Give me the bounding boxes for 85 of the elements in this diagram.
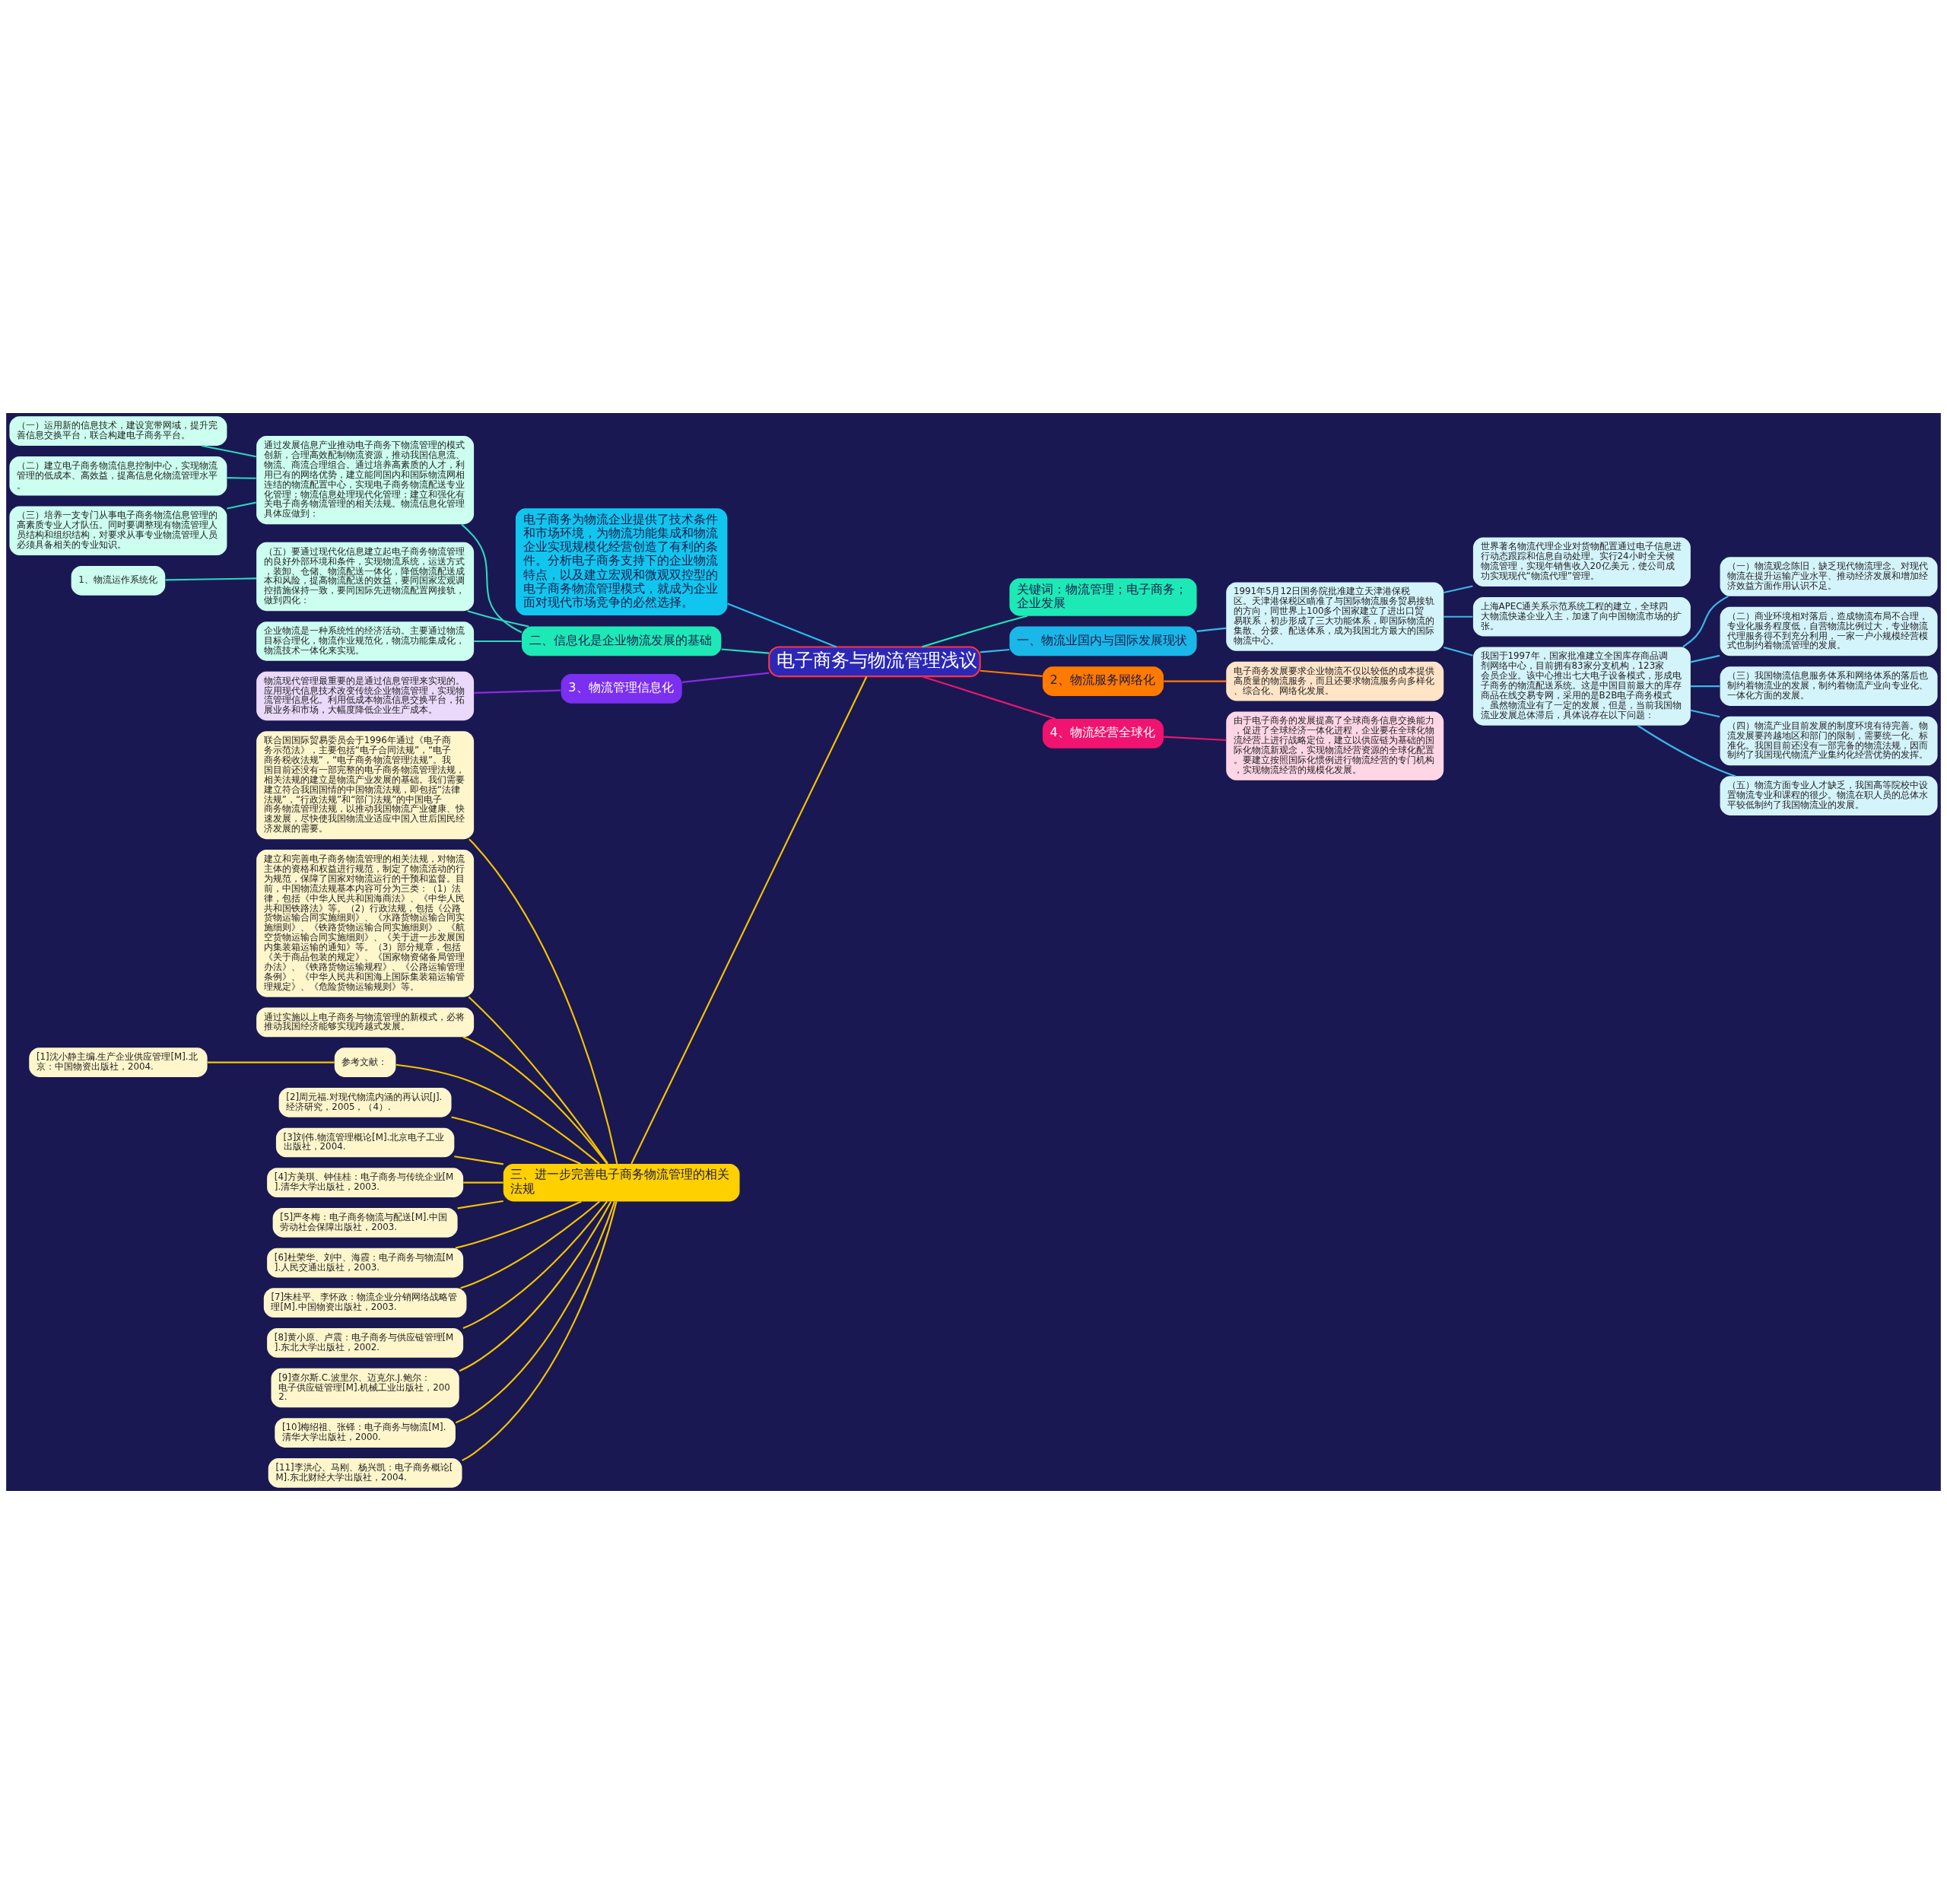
connector [630, 676, 868, 1165]
node-box: [8]黄小原、卢震：电子商务与供应链管理[M].东北大学出版社，2002. [267, 1328, 464, 1358]
node-box: （二）建立电子商务物流信息控制中心，实现物流管理的低成本、高效益，提高信息化物流管理水平。 [9, 456, 227, 496]
connector [721, 648, 770, 654]
connector [201, 444, 256, 458]
node-box: 企业物流是一种系统性的经济活动。主要通过物流目标合理化，物流作业规范化，物流功能集成化，物流技术一体化来实现。 [256, 621, 475, 661]
node-box: 电子商务发展要求企业物流不仅以较低的成本提供高质量的物流服务，而且还要求物流服务向多样化、综合化、网络化发展。 [1226, 661, 1444, 701]
connector [1164, 736, 1227, 742]
connector [1690, 709, 1720, 718]
node-box: 1、物流运作系统化 [71, 566, 166, 596]
connector [727, 602, 837, 648]
connector [921, 675, 1056, 720]
node-box: [4]方美琪、钟佳桂：电子商务与传统企业[M].清华大学出版社，2003. [267, 1168, 464, 1198]
node-box: 一、物流业国内与国际发展现状 [1009, 626, 1197, 656]
connector [462, 1036, 608, 1165]
connector [1164, 680, 1227, 682]
connector [922, 615, 1027, 648]
node-box: （一）物流观念陈旧，缺乏现代物流理念。对现代物流在提升运输产业水平、推动经济发展和增加经济效益方面作用认识不足。 [1720, 557, 1938, 596]
node-box: 世界著名物流代理企业对货物配置通过电子信息进行动态跟踪和信息自动处理。实行24小时全天候物流管理，实现年销售收入20亿美元，使公司成功实现现代“物流代理”管理。 [1472, 537, 1691, 586]
connector [462, 1200, 608, 1329]
connector [980, 669, 1043, 677]
node-box: 参考文献： [334, 1047, 396, 1077]
node-box: （三）培养一支专门从事电子商务物流信息管理的高素质专业人才队伍。同时要调整现有物流管理人员结构和组织结构，对要求从事专业物流管理人员必须具备相关的专业知识。 [9, 506, 227, 556]
node-box: 关键词：物流管理；电子商务；企业发展 [1009, 578, 1197, 616]
node-box: 二、信息化是企业物流发展的基础 [522, 626, 722, 656]
node-box: 3、物流管理信息化 [561, 673, 682, 704]
connector [1443, 585, 1473, 594]
connector [459, 1201, 612, 1372]
connector [461, 523, 522, 634]
connector [462, 1201, 618, 1461]
node-box: 建立和完善电子商务物流管理的相关法规，对物流主体的资格和权益进行规范，制定了物流活动的行为规范，保障了国家对物流运行的干预和监督。目前，中国物流法规基本内容可分为三类：（1）法律，包括《中华人民共和国海商法》、《中华人民共和国铁路法》等。（2）行政法规，包括《公路货物运输合同实施细则》、《水路货物运输合同实施细则》、《铁路货物运输合同实施细则》、《航空货物运输合同实施细则》、《关于进一步发展国内集装箱运输的通知》等。（3）部分规章，包括《关于商品包装的规定》、《国家物资储备局管理办法》、《铁路货物运输规程》、《公路运输管理条例》、《中华人民共和国海上国际集装箱运输管理规定》、《危险货物运输规则》等。 [256, 850, 475, 997]
connector [1690, 685, 1720, 688]
node-box: [5]严冬梅：电子商务物流与配送[M].中国劳动社会保障出版社，2003. [272, 1208, 458, 1238]
node-box: [10]梅绍祖、张铎：电子商务与物流[M].清华大学出版社，2000. [275, 1418, 456, 1448]
node-box: 联合国国际贸易委员会于1996年通过《电子商务示范法》，主要包括“电子合同法规”，“电子商务税收法规”，“电子商务物流管理法规”。我国目前还没有一部完整的电子商务物流管理法规，相关法规的建立是物流产业发展的基础。我们需要建立符合我国国情的中国物流法规，即包括“法律法规”，“行政法规”和“部门法规”的中国电子商务物流管理法规，以推动我国物流产业健康、快速发展，尽快使我国物流业适应中国入世后国民经济发展的需要。 [256, 731, 475, 840]
node-box: 4、物流经营全球化 [1042, 719, 1164, 749]
node-box: [6]杜荣华、刘中、海霞：电子商务与物流[M].人民交通出版社，2003. [267, 1248, 464, 1278]
node-box: 通过发展信息产业推动电子商务下物流管理的模式创新，合理高效配制物流资源，推动我国信息流、物流、商流合理组合。通过培养高素质的人才，利用已有的网络优势，建立能同国内和国际物流网相连结的物流配置中心，实现电子商务物流配送专业化管理；物流信息处理现代化管理；建立和强化有关电子商务物流管理的相关法规。物流信息化管理具体应做到： [256, 436, 475, 525]
connector [463, 1181, 503, 1184]
node-box: （四）物流产业目前发展的制度环境有待完善。物流发展要跨越地区和部门的限制，需要统一化、标准化。我国目前还没有一部完备的物流法规，因而制约了我国现代物流产业集约化经营优势的发挥。 [1720, 716, 1938, 766]
connector [455, 1201, 616, 1424]
node-box: （一）运用新的信息技术，建设宽带网域，提升完善信息交换平台，联合构建电子商务平台。 [9, 416, 227, 446]
connector [1637, 724, 1736, 777]
node-box: 通过实施以上电子商务与物流管理的新模式，必将推动我国经济能够实现跨越式发展。 [256, 1007, 475, 1038]
connector [451, 1116, 581, 1165]
connector [1682, 595, 1729, 648]
node-box: （二）商业环境相对落后，造成物流布局不合理，专业化服务程度低，自营物流比例过大，专业物流代理服务得不到充分利用，一家一户小规模经营模式也制约着物流管理的发展。 [1720, 606, 1938, 656]
node-box: （三）我国物流信息服务体系和网络体系的落后也制约着物流业的发展，制约着物流产业向专业化、一体化方面的发展。 [1720, 666, 1938, 706]
node-box: 电子商务为物流企业提供了技术条件和市场环境，为物流功能集成和物流企业实现规模化经营创造了有利的条件。分析电子商务支持下的企业物流特点，以及建立宏观和微观双控型的电子商务物流管理模式，就成为企业面对现代市场竞争的必然选择。 [515, 508, 728, 616]
node-box: 我国于1997年，国家批准建立全国库存商品调剂网络中心，目前拥有83家分支机构，123家会员企业。该中心推出七大电子设备模式，形成电子商务的物流配送系统。这是中国目前最大的库存商品在线交易专网，采用的是B2B电子商务模式。虽然物流业有了一定的发展，但是，当前我国物流业发展总体滞后，具体说存在以下问题： [1472, 647, 1691, 726]
connector [395, 1063, 600, 1165]
connector [460, 1200, 600, 1289]
node-box: [3]刘伟.物流管理概论[M].北京电子工业出版社，2004. [275, 1127, 455, 1158]
connector [227, 477, 256, 479]
node-box: （五）要通过现代化信息建立起电子商务物流管理的良好外部环境和条件，实现物流系统，运送方式，装卸、仓储、物流配送一体化，降低物流配送成本和风险，提高物流配送的效益，要同国家宏观调控措施保持一致，要同国际先进物流配置网接轨，做到四化： [256, 542, 475, 612]
node-box: 上海APEC通关系示范系统工程的建立，全球四大物流快递企业入主，加速了向中国物流市场的扩张。 [1472, 596, 1691, 637]
connector [1443, 646, 1473, 656]
connector [681, 672, 770, 683]
connector [1196, 627, 1227, 632]
node-box: [2]周元福.对现代物流内涵的再认识[J].经济研究，2005，（4）. [278, 1087, 452, 1117]
connector [474, 640, 522, 643]
node-box: [11]李洪心、马刚、杨兴凯：电子商务概论[M].东北财经大学出版社，2004. [268, 1458, 462, 1488]
connector [468, 838, 618, 1165]
connector [1690, 654, 1720, 663]
node-box: 三、进一步完善电子商务物流管理的相关法规 [503, 1163, 740, 1202]
node-box: （五）物流方面专业人才缺乏，我国高等院校中设置物流专业和课程的很少。物流在职人员的总体水平较低制约了我国物流业的发展。 [1720, 776, 1938, 815]
node-box: 由于电子商务的发展提高了全球商务信息交换能力，促进了全球经济一体化进程，企业要在全球化物流经营上进行战略定位，建立以供应链为基础的国际化物流新观念，实现物流经营资源的全球化配置。要建立按照国际化惯例进行物流经营的专门机构，实现物流经营的规模化发展。 [1226, 711, 1444, 780]
connector [980, 648, 1010, 653]
connector [457, 1200, 503, 1209]
connector [227, 501, 256, 510]
node-box: 2、物流服务网络化 [1042, 666, 1164, 696]
connector [207, 1061, 335, 1063]
node-box: 电子商务与物流管理浅议 [768, 646, 981, 678]
connector [467, 610, 529, 628]
node-box: 1991年5月12日国务院批准建立天津港保税区。天津港保税区瞄准了与国际物流服务贸易接轨的方向，同世界上100多个国家建立了进出口贸易联系，初步形成了三大功能体系，即国际物流的集散、分拨、配送体系，成为我国北方最大的国际物流中心。 [1226, 582, 1444, 651]
connector [474, 689, 561, 694]
connector [454, 1155, 503, 1165]
node-box: 物流现代管理最重要的是通过信息管理来实现的。应用现代信息技术改变传统企业物流管理，实现物流管理信息化。利用低成本物流信息交换平台，拓展业务和市场，大幅度降低企业生产成本。 [256, 671, 475, 721]
connector [165, 577, 256, 581]
connector [455, 1200, 582, 1249]
node-box: [1]沈小静主编.生产企业供应管理[M].北京：中国物资出版社，2004. [29, 1047, 208, 1077]
connector [1444, 615, 1473, 618]
node-box: [7]朱桂平、李怀政：物流企业分销网络战略管理[M].中国物资出版社，2003. [263, 1288, 467, 1318]
connector [468, 997, 608, 1165]
node-box: [9]查尔斯.C.波里尔、迈克尔.J.鲍尔：电子供应链管理[M].机械工业出版社，2002. [271, 1368, 459, 1408]
